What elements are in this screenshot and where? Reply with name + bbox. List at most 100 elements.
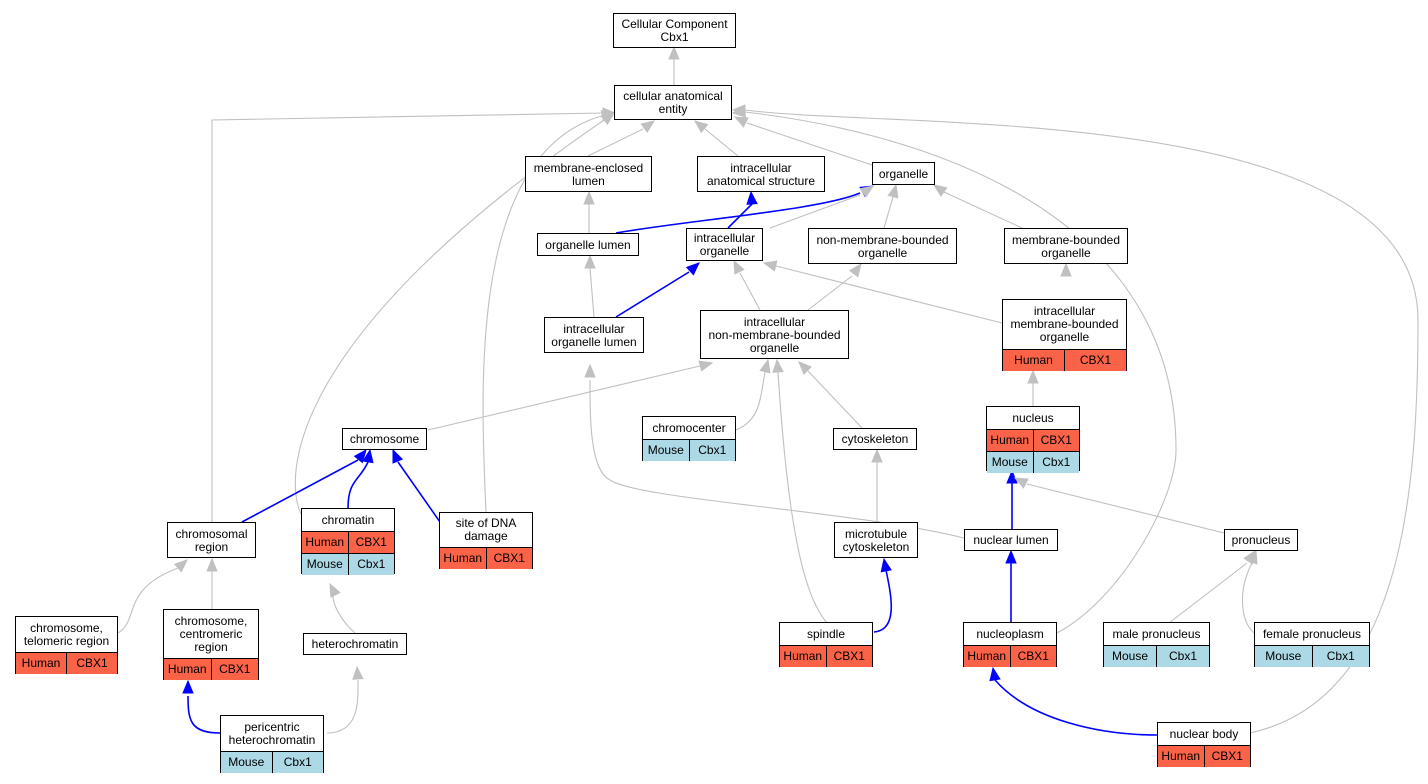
edge-arrowhead <box>1246 549 1258 565</box>
node-label: pericentric heterochromatin <box>228 719 316 747</box>
edge-line <box>482 114 606 513</box>
species-label: Human <box>1161 749 1201 763</box>
node-mel[interactable]: membrane-enclosed lumen <box>525 156 652 192</box>
node-ias[interactable]: intracellular anatomical structure <box>697 156 825 192</box>
node-label: chromosome, telomeric region <box>23 620 110 648</box>
node-nmbo[interactable]: non-membrane-bounded organelle <box>808 228 957 264</box>
edge-arrowhead <box>759 358 771 374</box>
node-mtcyto[interactable]: microtubule cytoskeleton <box>834 522 918 558</box>
gene-label: CBX1 <box>1009 646 1057 667</box>
edge-arrowhead <box>871 448 883 463</box>
node-cae[interactable]: cellular anatomical entity <box>614 85 732 120</box>
gene-label: CBX1 <box>66 653 117 674</box>
edge-arrowhead <box>762 260 778 272</box>
node-label: non-membrane-bounded organelle <box>816 232 949 260</box>
node-label: female pronucleus <box>1262 626 1362 641</box>
node-pronucleus[interactable]: pronucleus <box>1224 529 1298 551</box>
node-label: chromosome <box>349 432 420 446</box>
edge-line <box>777 371 827 623</box>
edge-arrowhead <box>600 110 616 122</box>
node-org[interactable]: organelle <box>872 162 935 185</box>
node-chromosome[interactable]: chromosome <box>342 428 427 450</box>
node-label: chromosomal region <box>175 526 248 554</box>
edge-line <box>347 461 369 509</box>
edge-line <box>241 459 359 523</box>
edge-arrowhead <box>733 116 749 128</box>
node-label: intracellular anatomical structure <box>706 160 816 188</box>
edge-arrowhead <box>584 363 596 378</box>
species-label: Mouse <box>306 557 343 571</box>
edge-arrowhead <box>173 559 188 573</box>
edge-arrowhead <box>640 120 656 134</box>
node-nuclumen[interactable]: nuclear lumen <box>964 529 1058 551</box>
gene-label: CBX1 <box>210 659 259 680</box>
edge-arrowhead <box>746 190 758 205</box>
node-orglumen[interactable]: organelle lumen <box>537 233 639 256</box>
edge-line <box>397 461 441 523</box>
edge-line <box>615 271 690 318</box>
edge-arrowhead <box>584 254 596 269</box>
edge-arrowhead <box>859 185 875 198</box>
gene-label: CBX1 <box>825 646 873 667</box>
node-label: intracellular organelle <box>693 231 756 258</box>
edge-line <box>1241 562 1255 634</box>
node-imbo[interactable]: intracellular membrane-bounded organelle… <box>1002 299 1127 371</box>
edge-line <box>589 379 965 539</box>
node-label: male pronucleus <box>1112 626 1201 641</box>
edge-arrowhead <box>1006 469 1018 484</box>
edge-line <box>883 196 894 229</box>
node-label: cellular anatomical entity <box>623 89 723 116</box>
node-label: chromatin <box>321 512 375 527</box>
edge-arrowhead <box>668 45 680 60</box>
edge-arrowhead <box>353 448 367 464</box>
edge-arrowhead <box>989 666 1001 682</box>
node-iol[interactable]: intracellular organelle lumen <box>544 317 644 353</box>
node-inmbo[interactable]: intracellular non-membrane-bounded organ… <box>700 310 849 359</box>
gene-label: CBX1 <box>485 548 533 569</box>
edge-arrowhead <box>392 448 404 464</box>
edge-arrowhead <box>1027 369 1039 384</box>
edge-line <box>1155 562 1248 634</box>
node-mbo[interactable]: membrane-bounded organelle <box>1004 228 1128 264</box>
species-label: Mouse <box>228 755 265 769</box>
node-heterochromatin[interactable]: heterochromatin <box>303 633 407 655</box>
edge-line <box>739 272 761 311</box>
node-label: chromosome, centromeric region <box>174 613 248 654</box>
edge-line <box>211 112 604 522</box>
node-label: pronucleus <box>1231 533 1291 547</box>
species-label: Human <box>783 649 823 663</box>
node-cytoskeleton[interactable]: cytoskeleton <box>833 428 917 450</box>
edge-line <box>615 192 861 234</box>
edge-arrowhead <box>329 582 341 598</box>
edge-arrowhead <box>583 190 595 205</box>
node-io[interactable]: intracellular organelle <box>686 228 763 261</box>
edge-arrowhead <box>698 360 714 372</box>
edge-line <box>807 275 853 311</box>
node-root[interactable]: Cellular Component Cbx1 <box>613 13 736 48</box>
species-label: Human <box>967 649 1007 663</box>
node-label: site of DNA damage <box>455 516 517 543</box>
edge-line <box>807 370 863 429</box>
node-chromregion[interactable]: chromosomal region <box>167 522 256 558</box>
node-label: intracellular organelle lumen <box>551 321 637 349</box>
edge-arrowhead <box>848 262 862 278</box>
edge-arrowhead <box>733 259 745 275</box>
